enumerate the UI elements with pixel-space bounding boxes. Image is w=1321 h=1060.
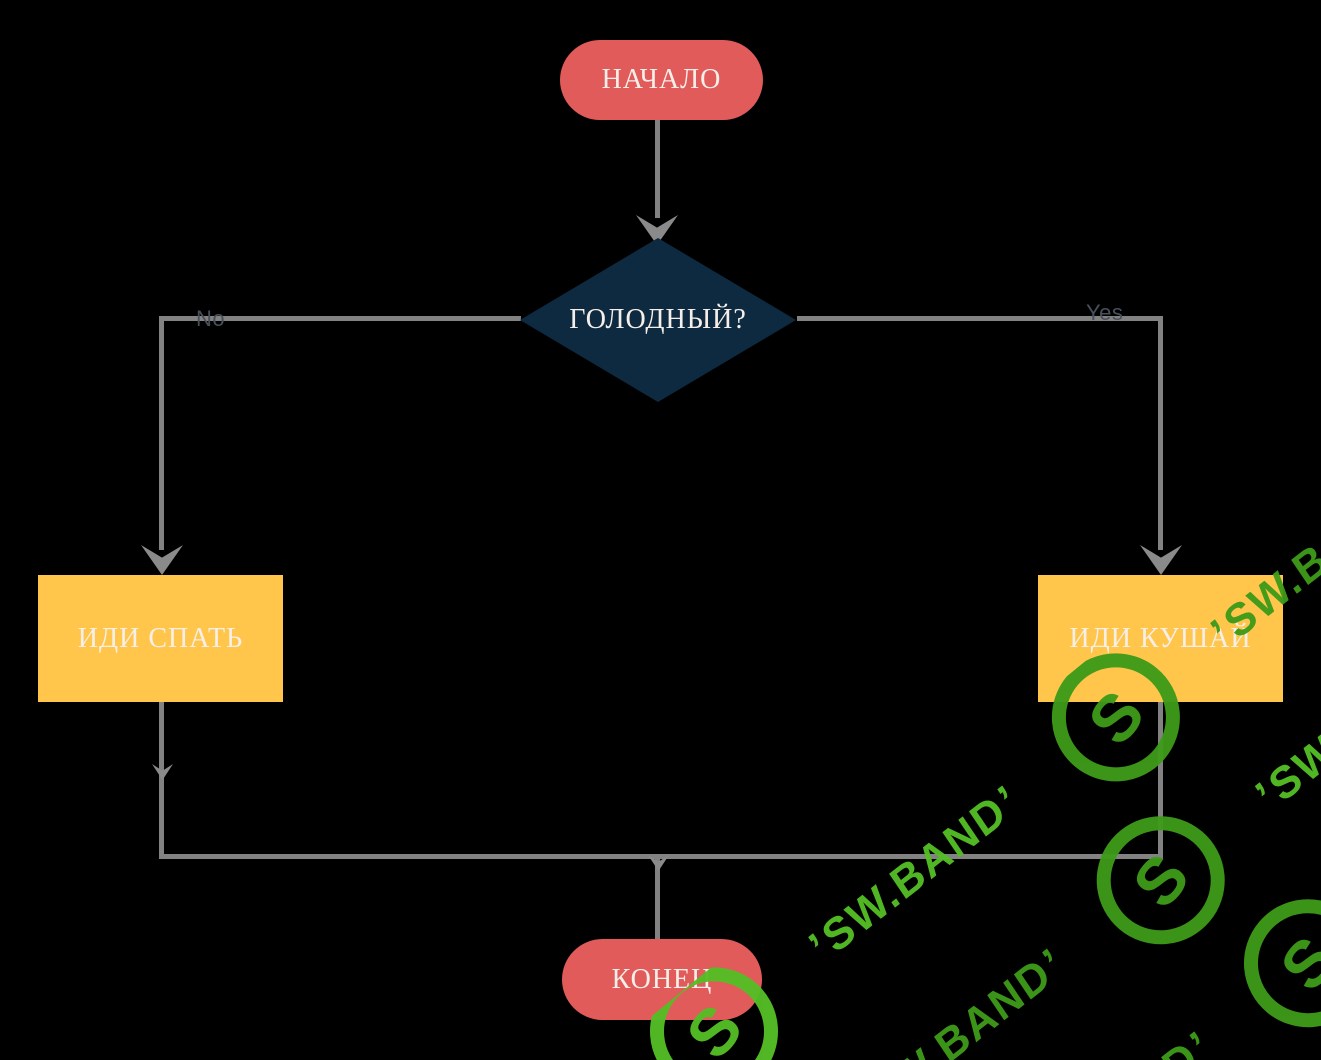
watermark-text: SW.BAND: [800, 775, 1028, 973]
edge-left-box-down: [159, 702, 164, 859]
edge-start-to-decision: [655, 118, 660, 218]
branch-label-no: No: [196, 306, 226, 331]
edge-decision-yes-horizontal: [797, 316, 1163, 321]
watermark-text: SW.BAND: [992, 1021, 1220, 1060]
watermark-text: SW.BAND: [598, 468, 689, 644]
watermark-text: SW.BAND: [608, 529, 836, 727]
action-node-sleep: ИДИ СПАТЬ: [38, 575, 283, 702]
watermark-logo: S: [1217, 872, 1321, 1054]
start-node-label: НАЧАЛО: [601, 64, 722, 95]
branch-label-yes: Yes: [1086, 300, 1124, 325]
action-node-sleep-label: ИДИ СПАТЬ: [77, 622, 244, 654]
watermark-text: SW.BAND: [653, 692, 881, 890]
watermark-row: SW.BANDSSW.BANDSSW.BANDSSW.BANDS: [598, 805, 1321, 1060]
action-node-eat: ИДИ КУШАЙ: [1038, 575, 1283, 702]
edge-right-box-down: [1158, 702, 1163, 859]
edge-yes-vertical-to-right-box: [1158, 316, 1163, 550]
end-node: КОНЕЦ: [562, 939, 762, 1020]
start-node: НАЧАЛО: [560, 40, 763, 120]
end-node-label: КОНЕЦ: [611, 963, 713, 995]
watermark-text: SW.BAND: [598, 468, 645, 481]
edge-merge-to-end: [655, 856, 660, 941]
edge-decision-no-horizontal: [159, 316, 521, 321]
decision-node: ГОЛОДНЫЙ?: [520, 238, 796, 402]
watermark-logo: S: [833, 468, 1014, 562]
edge-merge-horizontal: [159, 854, 1163, 859]
watermark-logo: S: [685, 468, 867, 479]
action-node-eat-label: ИДИ КУШАЙ: [1069, 622, 1252, 654]
watermark-text: SW.BAND: [845, 938, 1073, 1060]
watermark-logo: S: [598, 695, 612, 876]
edge-no-vertical-to-left-box: [159, 316, 164, 550]
watermark-logo: S: [1262, 1035, 1321, 1060]
watermark-logo: S: [877, 544, 1059, 725]
decision-node-label: ГОЛОДНЫЙ?: [569, 304, 747, 335]
